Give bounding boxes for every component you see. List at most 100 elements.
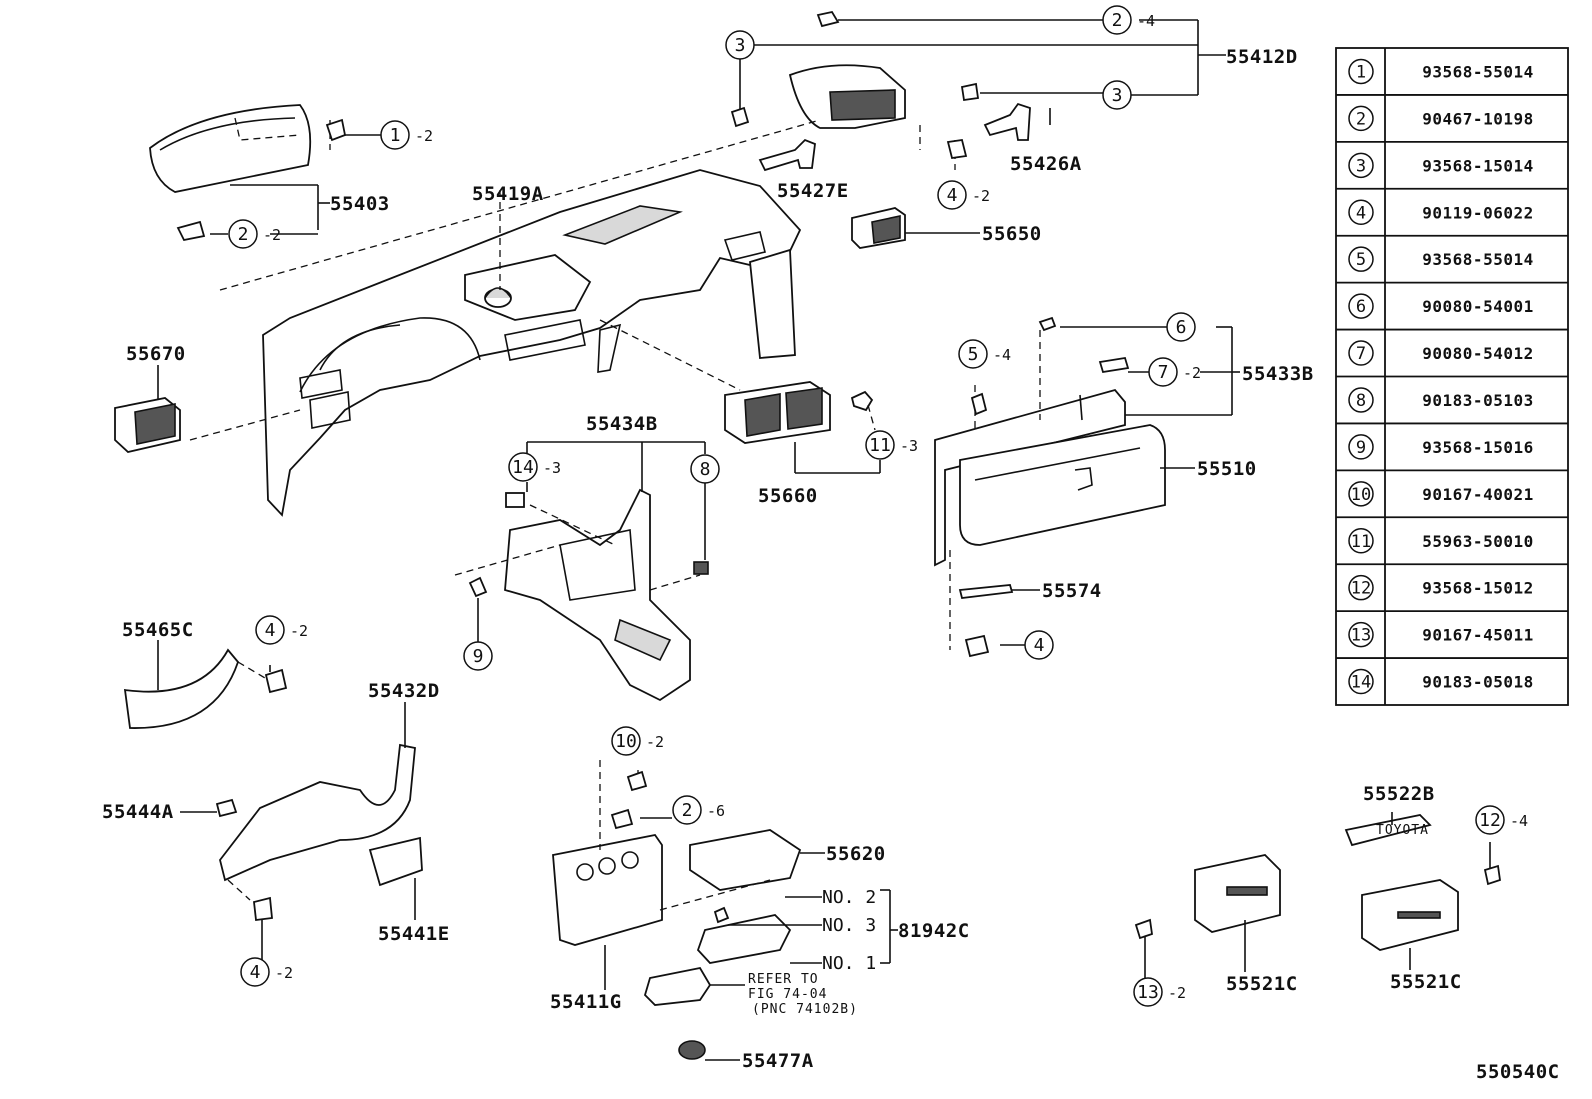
callout-ref: 11 bbox=[869, 435, 891, 456]
table-ref-number: 6 bbox=[1356, 297, 1366, 317]
table-ref-circle bbox=[1348, 293, 1374, 319]
ashtray-55620 bbox=[689, 829, 802, 891]
callout-c12: 12-4 bbox=[1475, 805, 1528, 835]
console-55434B bbox=[504, 488, 691, 702]
label-no2: NO. 2 bbox=[822, 887, 876, 908]
callout-circle bbox=[228, 219, 258, 249]
radio-55521C-right bbox=[1361, 879, 1459, 951]
callout-circle bbox=[1102, 80, 1132, 110]
table-ref-circle bbox=[1348, 574, 1374, 601]
refer-note-line1: REFER TO bbox=[748, 972, 819, 987]
center-cluster-55411G bbox=[552, 834, 663, 946]
callout-c11: 11-3 bbox=[865, 430, 918, 460]
label-55465C: 55465C bbox=[122, 619, 194, 641]
label-55419A: 55419A bbox=[472, 183, 544, 205]
plug-55477A bbox=[678, 1040, 706, 1060]
table-ref-number: 14 bbox=[1351, 673, 1371, 693]
glove-box-55510 bbox=[934, 388, 1166, 567]
table-ref-number: 13 bbox=[1351, 626, 1371, 646]
callout-qty: -2 bbox=[290, 622, 308, 640]
label-55434B: 55434B bbox=[586, 413, 658, 435]
label-55477A: 55477A bbox=[742, 1050, 814, 1072]
callout-ref: 9 bbox=[473, 646, 484, 667]
table-ref-circle bbox=[1348, 199, 1374, 225]
table-part-number: 93568-55014 bbox=[1422, 62, 1533, 81]
callout-c3-left: 3 bbox=[725, 30, 755, 60]
callout-circle bbox=[508, 452, 538, 482]
callout-ref: 3 bbox=[735, 35, 746, 56]
table-part-number: 90080-54001 bbox=[1422, 297, 1533, 316]
table-ref-circle bbox=[1348, 434, 1374, 460]
callout-qty: -6 bbox=[707, 802, 725, 820]
label-no1: NO. 1 bbox=[822, 953, 876, 974]
callout-c1: 1-2 bbox=[380, 120, 433, 150]
knob-55419A bbox=[484, 287, 512, 308]
callout-ref: 4 bbox=[1034, 635, 1045, 656]
lower-panel-55432D bbox=[219, 743, 416, 882]
callout-circle bbox=[690, 454, 720, 484]
callout-qty: -4 bbox=[1510, 812, 1528, 830]
callout-ref: 14 bbox=[512, 457, 534, 478]
label-55427E: 55427E bbox=[777, 180, 849, 202]
table-ref-circle bbox=[1348, 105, 1374, 132]
label-55403: 55403 bbox=[330, 193, 390, 215]
callout-circle bbox=[1148, 357, 1178, 387]
callout-ref: 4 bbox=[947, 185, 958, 206]
label-55574: 55574 bbox=[1042, 580, 1102, 602]
screw-7 bbox=[1098, 356, 1130, 374]
center-vent-55660 bbox=[724, 381, 831, 444]
table-ref-number: 7 bbox=[1356, 344, 1366, 364]
callout-qty: -2 bbox=[1183, 364, 1201, 382]
table-part-number: 90183-05103 bbox=[1422, 391, 1533, 410]
callout-qty: -2 bbox=[972, 187, 990, 205]
callout-circle bbox=[611, 726, 641, 756]
callout-ref: 2 bbox=[1112, 10, 1123, 31]
label-55521C-right: 55521C bbox=[1390, 971, 1462, 993]
side-vent-55670 bbox=[114, 397, 181, 453]
center-vent-housing-55412D bbox=[788, 64, 906, 129]
clip-55660 bbox=[850, 390, 874, 412]
table-part-number: 90167-40021 bbox=[1422, 485, 1533, 504]
radio-55521C-left bbox=[1194, 854, 1281, 933]
label-55650: 55650 bbox=[982, 223, 1042, 245]
pin-55574 bbox=[958, 584, 1014, 599]
fasteners bbox=[176, 10, 1501, 940]
clip-14 bbox=[505, 492, 525, 508]
callout-ref: 7 bbox=[1158, 362, 1169, 383]
callout-circle bbox=[1475, 805, 1505, 835]
label-55433B: 55433B bbox=[1242, 363, 1314, 385]
refer-note-line3: (PNC 74102B) bbox=[752, 1002, 858, 1017]
callout-qty: -2 bbox=[263, 226, 281, 244]
table-ref-number: 1 bbox=[1356, 62, 1366, 82]
callout-c2-top: 2-4 bbox=[1102, 5, 1155, 35]
table-part-number: 93568-15016 bbox=[1422, 438, 1533, 457]
callout-ref: 5 bbox=[968, 344, 979, 365]
label-55411G: 55411G bbox=[550, 991, 622, 1013]
callout-ref: 2 bbox=[238, 224, 249, 245]
callout-circle bbox=[240, 957, 270, 987]
table-ref-number: 9 bbox=[1356, 438, 1366, 458]
table-ref-circle bbox=[1348, 58, 1374, 85]
callout-circle bbox=[380, 120, 410, 150]
side-vent-55650 bbox=[851, 207, 906, 249]
callout-circle bbox=[937, 180, 967, 210]
table-ref-circle bbox=[1348, 387, 1374, 413]
callout-c3-right: 3 bbox=[1102, 80, 1132, 110]
callout-circle bbox=[672, 795, 702, 825]
table-ref-number: 12 bbox=[1351, 579, 1371, 599]
table-ref-number: 4 bbox=[1356, 203, 1366, 223]
table-ref-number: 5 bbox=[1356, 250, 1366, 270]
callout-circle bbox=[1024, 630, 1054, 660]
label-55412D: 55412D bbox=[1226, 46, 1298, 68]
callout-c10: 10-2 bbox=[611, 726, 664, 756]
callout-c13: 13-2 bbox=[1133, 977, 1186, 1007]
callout-c4-glove: 4 bbox=[1024, 630, 1054, 660]
callout-ref: 4 bbox=[265, 620, 276, 641]
callout-c2-center: 2-6 bbox=[672, 795, 725, 825]
callout-qty: -3 bbox=[543, 459, 561, 477]
table-ref-circle bbox=[1348, 528, 1374, 554]
callout-ref: 1 bbox=[390, 125, 401, 146]
callout-circle bbox=[463, 641, 493, 671]
switch-81942C bbox=[696, 914, 792, 964]
